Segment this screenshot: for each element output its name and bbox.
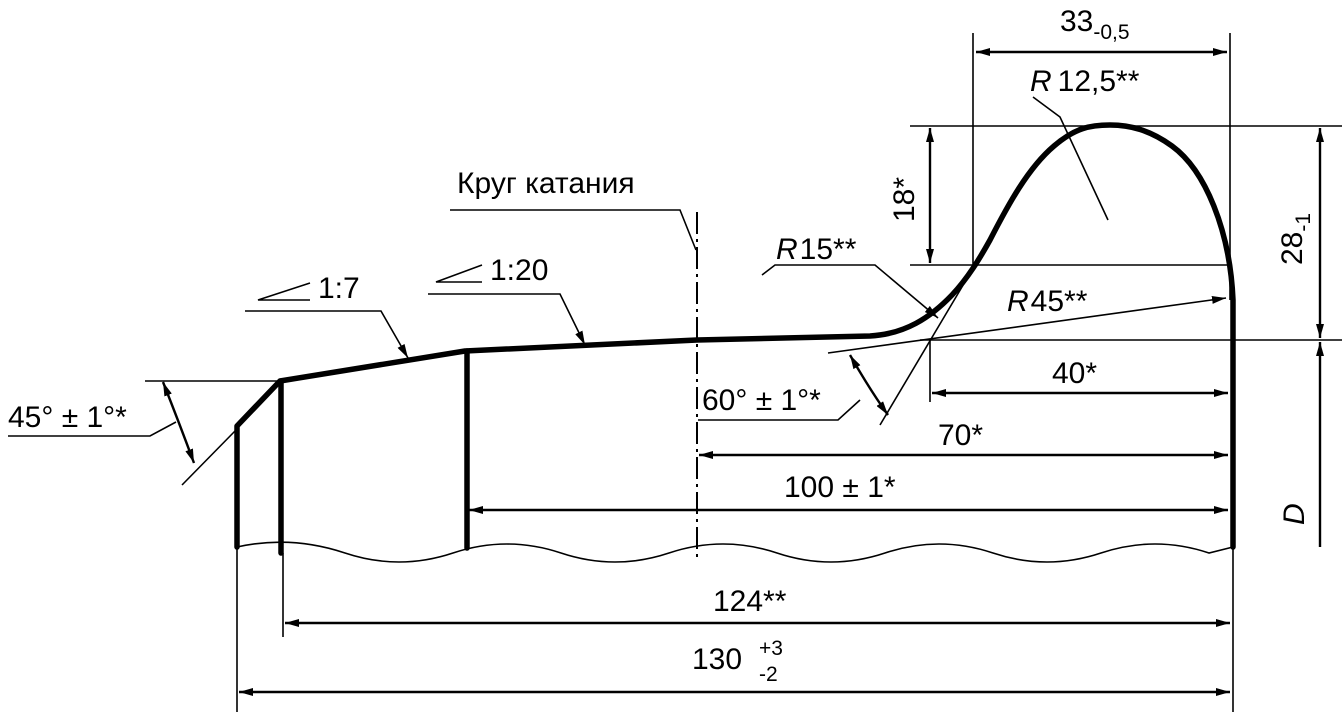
line-60-horizontal bbox=[827, 295, 1227, 354]
leader-taper-1-20 bbox=[428, 293, 586, 346]
label-taper-1-7: 1:7 bbox=[318, 272, 360, 305]
dim-text-130-lower-tol: -2 bbox=[759, 663, 778, 686]
label-rolling-circle: Круг катания bbox=[457, 167, 635, 200]
break-line bbox=[236, 541, 1234, 563]
dim-text-40: 40* bbox=[1052, 357, 1097, 390]
label-radius-45: R45** bbox=[1007, 285, 1088, 318]
leader-taper-1-7 bbox=[245, 310, 409, 359]
dim-text-130: 130 bbox=[692, 643, 742, 676]
label-radius-15: R15** bbox=[776, 233, 857, 266]
leader-60 bbox=[698, 399, 861, 421]
taper-symbol-1-20 bbox=[435, 264, 483, 283]
label-taper-1-20: 1:20 bbox=[490, 254, 548, 287]
leader-R12-5 bbox=[1032, 96, 1109, 221]
label-flange-angle: 60° ± 1°* bbox=[702, 384, 821, 417]
ext-chamfer-slope bbox=[181, 429, 237, 486]
dim-text-33: 33-0,5 bbox=[1060, 5, 1130, 44]
dim-text-D: D bbox=[1278, 503, 1311, 525]
label-chamfer-angle: 45° ± 1°* bbox=[8, 401, 127, 434]
taper-symbol-1-7 bbox=[257, 282, 311, 301]
dim-text-100: 100 ± 1* bbox=[784, 471, 896, 504]
dim-text-18: 18* bbox=[888, 177, 921, 222]
dim-text-124: 124** bbox=[713, 585, 787, 618]
dim-text-130-upper-tol: +3 bbox=[759, 637, 783, 660]
dim-text-70: 70* bbox=[938, 419, 983, 452]
wheel-profile-outline bbox=[234, 122, 1236, 550]
arc-60-angle bbox=[848, 354, 889, 416]
dim-text-28: 28-1 bbox=[1276, 213, 1315, 265]
line-60-slope bbox=[879, 264, 976, 426]
leader-rolling-circle bbox=[450, 209, 697, 251]
leader-R15 bbox=[761, 264, 939, 319]
leader-45 bbox=[8, 421, 177, 437]
arc-45-angle bbox=[161, 381, 196, 464]
